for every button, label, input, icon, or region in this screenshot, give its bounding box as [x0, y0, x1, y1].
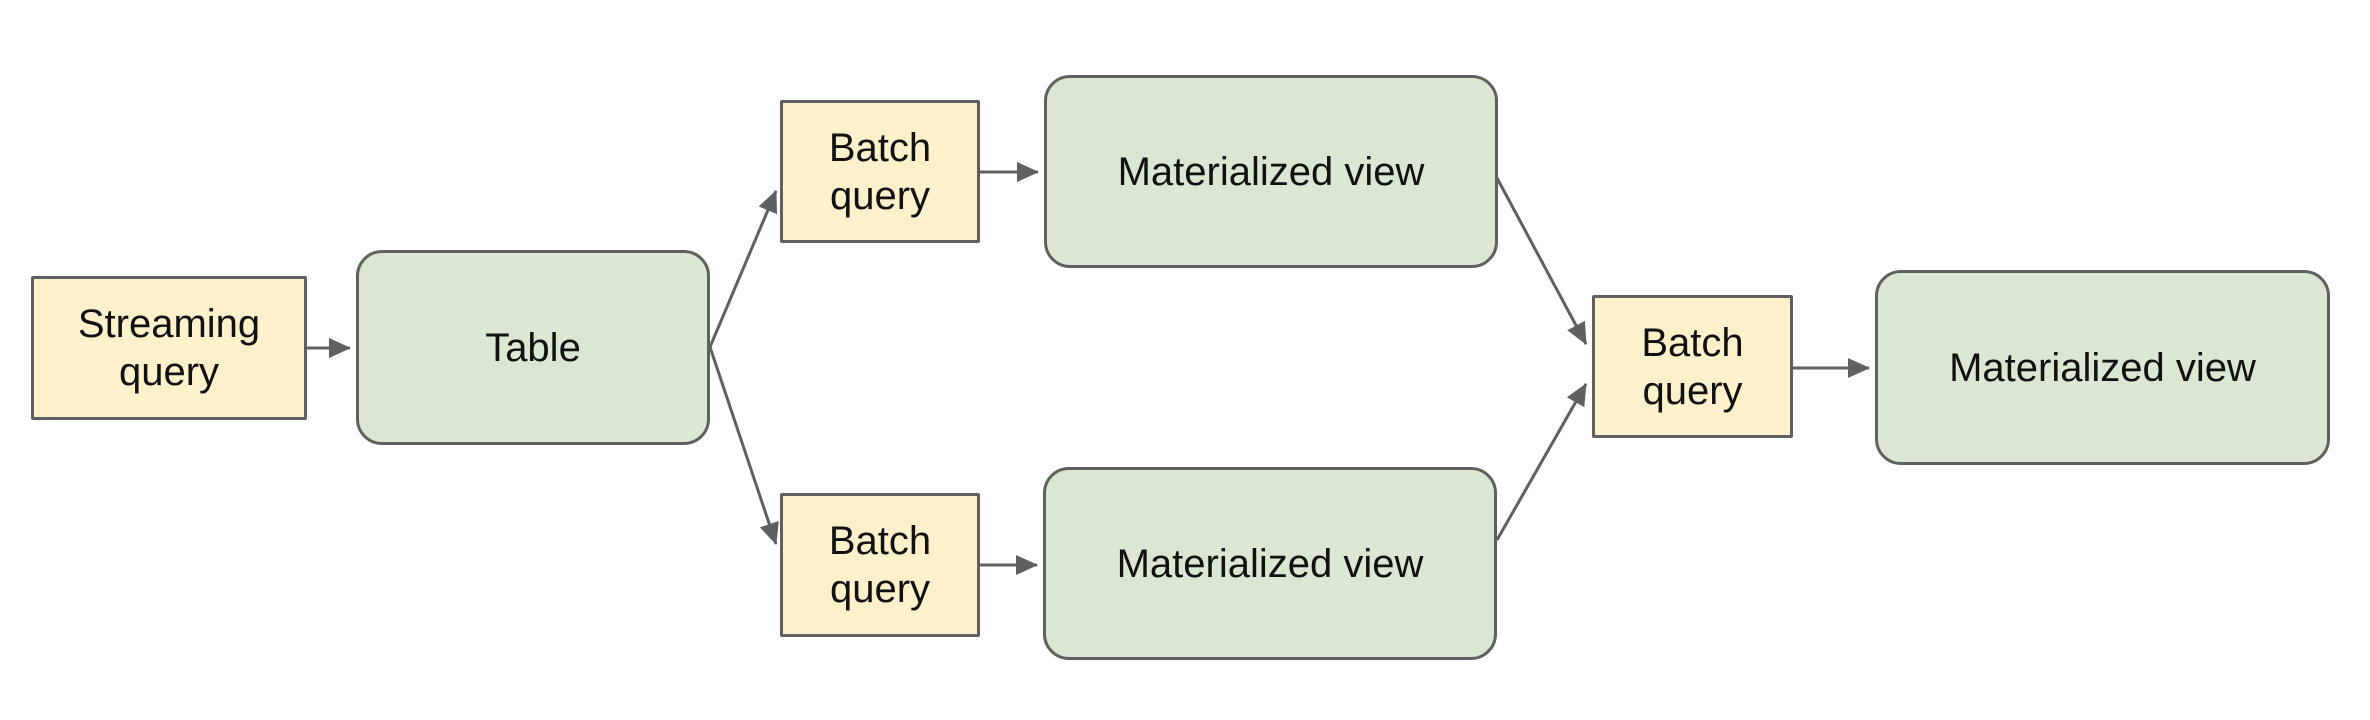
- edge-table-to-batch-query-top: [708, 190, 778, 348]
- node-materialized-view-bottom-label: Materialized view: [1116, 541, 1424, 586]
- node-materialized-view-top-label: Materialized view: [1117, 149, 1425, 194]
- edge-mv-bottom-to-batch-query-final: [1495, 383, 1588, 541]
- edge-mv-top-to-batch-query-final: [1495, 177, 1588, 345]
- node-table-label: Table: [485, 325, 581, 370]
- node-materialized-view-top: Materialized view: [1044, 75, 1498, 268]
- node-table: Table: [356, 250, 710, 445]
- node-materialized-view-final-label: Materialized view: [1949, 345, 2256, 390]
- node-streaming-query-label: Streaming query: [77, 302, 261, 394]
- node-materialized-view-final: Materialized view: [1875, 270, 2330, 465]
- node-materialized-view-bottom: Materialized view: [1043, 467, 1497, 660]
- node-batch-query-bottom: Batch query: [780, 493, 980, 637]
- node-streaming-query: Streaming query: [31, 276, 307, 420]
- node-batch-query-top: Batch query: [780, 100, 980, 243]
- node-batch-query-final: Batch query: [1592, 295, 1793, 438]
- node-batch-query-top-label: Batch query: [828, 125, 932, 218]
- node-batch-query-final-label: Batch query: [1641, 320, 1744, 413]
- edge-table-to-batch-query-bottom: [708, 346, 779, 545]
- node-batch-query-bottom-label: Batch query: [828, 519, 932, 611]
